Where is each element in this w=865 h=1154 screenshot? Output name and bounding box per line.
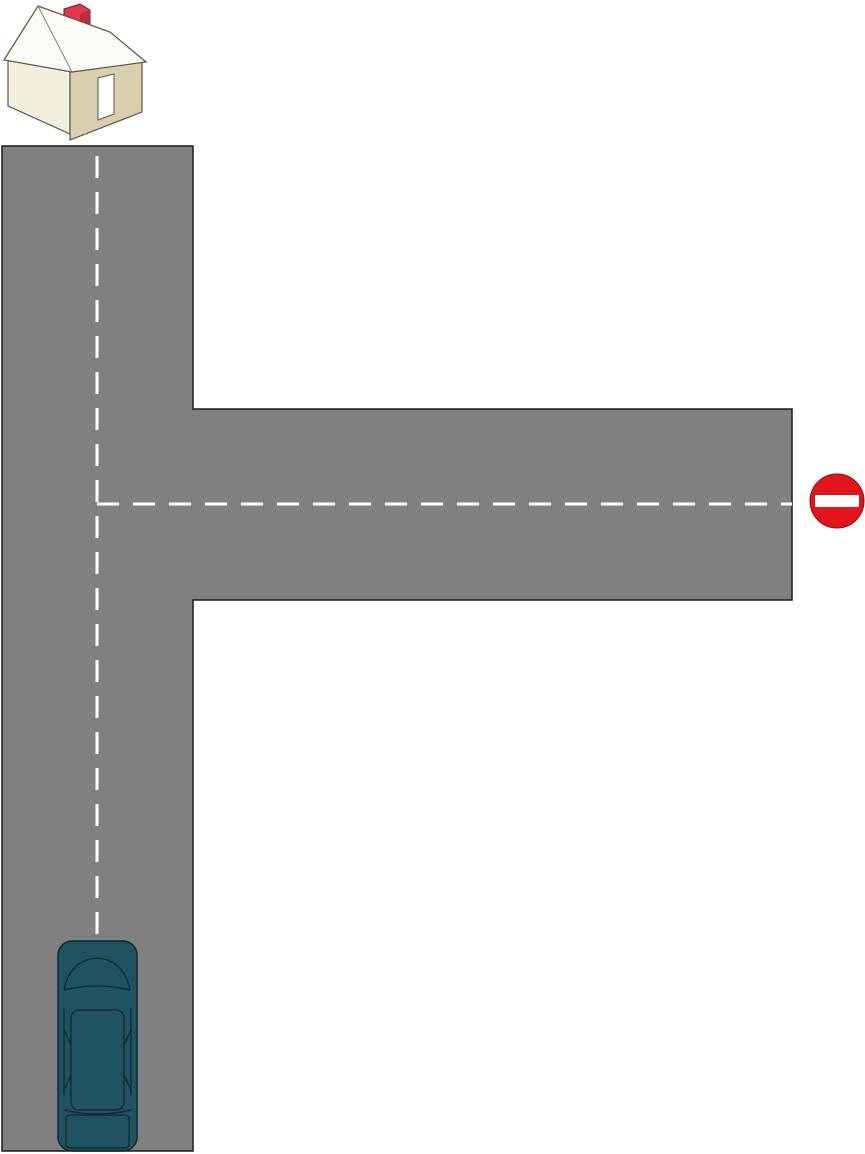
house-icon [3, 3, 148, 141]
car-icon [57, 940, 138, 1152]
no-entry-sign-icon [809, 473, 865, 529]
